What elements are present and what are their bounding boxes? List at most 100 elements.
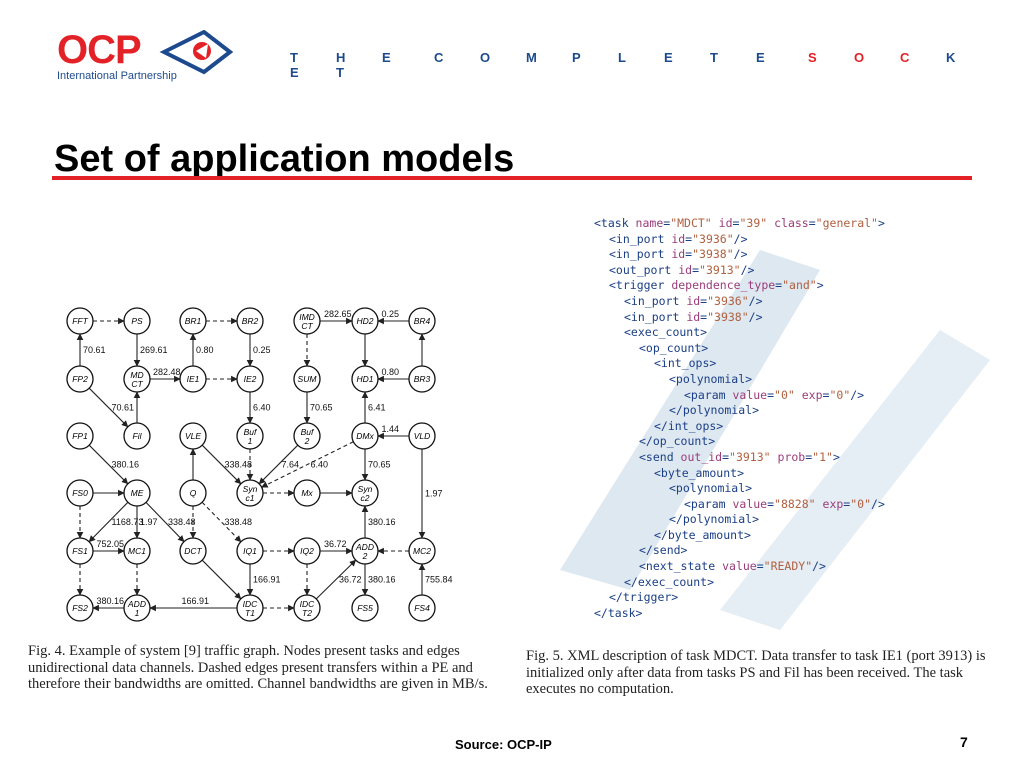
xml-token: = xyxy=(700,309,708,324)
edge-label: 282.65 xyxy=(324,309,352,319)
graph-edge: 755.84 xyxy=(418,563,453,595)
xml-token xyxy=(712,216,719,230)
xml-token: "3936" xyxy=(692,231,734,246)
figure4-caption: Fig. 4. Example of system [9] traffic gr… xyxy=(28,643,488,692)
xml-token: = xyxy=(732,216,740,230)
node-label: Buf xyxy=(244,427,258,437)
node-circle xyxy=(123,479,151,507)
xml-token: "READY" xyxy=(763,559,813,574)
xml-token: </op_count> xyxy=(639,434,716,449)
edge-line xyxy=(88,387,129,428)
xml-line: </polynomial> xyxy=(594,403,885,419)
xml-token: = xyxy=(843,496,851,511)
node-circle xyxy=(123,537,151,565)
node-circle xyxy=(293,307,321,335)
xml-token: "0" xyxy=(829,387,851,402)
xml-token: <polynomial> xyxy=(669,481,753,496)
xml-line: <trigger dependence_type="and"> xyxy=(594,278,885,294)
xml-token: </polynomial> xyxy=(669,403,760,418)
node-label: BR2 xyxy=(242,316,259,326)
xml-line: <in_port id="3938"/> xyxy=(594,310,885,326)
node-label: FS0 xyxy=(72,488,88,498)
node-circle xyxy=(123,422,151,450)
xml-token: value xyxy=(732,387,768,402)
source-note: Source: OCP-IP xyxy=(455,737,552,752)
xml-token: = xyxy=(775,278,783,293)
graph-node: VLE xyxy=(179,422,207,450)
xml-token: /> xyxy=(812,559,826,574)
graph-node: FS1 xyxy=(66,537,94,565)
xml-line: <out_port id="3913"/> xyxy=(594,263,885,279)
graph-edge: 0.25 xyxy=(377,309,409,325)
node-circle xyxy=(236,422,264,450)
node-label: DMx xyxy=(356,431,374,441)
xml-token: > xyxy=(832,449,840,464)
node-circle xyxy=(293,537,321,565)
node-circle xyxy=(66,365,94,393)
tagline-letter: E xyxy=(290,65,300,80)
graph-node: Fil xyxy=(123,422,151,450)
edge-label: 752.05 xyxy=(97,539,125,549)
node-circle xyxy=(179,365,207,393)
figure5-caption: Fig. 5. XML description of task MDCT. Da… xyxy=(526,648,986,697)
xml-token: = xyxy=(756,559,764,574)
edge-label: 70.61 xyxy=(112,403,135,413)
xml-listing: <task name="MDCT" id="39" class="general… xyxy=(594,216,885,621)
graph-edge: 6.40 xyxy=(261,441,354,488)
xml-token: = xyxy=(767,387,775,402)
graph-edge: 70.61 xyxy=(76,333,106,366)
node-circle xyxy=(236,479,264,507)
edge-label: 1.97 xyxy=(425,489,443,499)
node-label: IDC xyxy=(300,599,316,609)
node-label: IQ1 xyxy=(243,546,257,556)
node-circle xyxy=(123,365,151,393)
node-circle xyxy=(293,365,321,393)
logo-arrow-icon xyxy=(159,30,234,75)
xml-token: <exec_count> xyxy=(624,325,708,340)
xml-token: /> xyxy=(740,262,755,277)
xml-token: <out_port xyxy=(609,262,679,277)
xml-token: = xyxy=(685,231,693,246)
node-circle xyxy=(179,479,207,507)
xml-token: <trigger xyxy=(609,278,672,293)
node-label-line2: T2 xyxy=(302,608,312,618)
node-label: FS4 xyxy=(414,603,430,613)
node-label: Buf xyxy=(301,427,315,437)
node-label: Syn xyxy=(358,484,373,494)
graph-node: SUM xyxy=(293,365,321,393)
node-label: MC1 xyxy=(128,546,146,556)
xml-token: </byte_amount> xyxy=(654,527,751,542)
xml-token: "3938" xyxy=(692,247,734,262)
edge-label: 7.64 xyxy=(282,460,300,470)
graph-edge xyxy=(201,559,242,600)
node-label: HD2 xyxy=(356,316,373,326)
graph-edge: 36.72 xyxy=(320,539,353,555)
xml-token: <in_port xyxy=(624,293,687,308)
node-circle xyxy=(351,537,379,565)
graph-node: MC2 xyxy=(408,537,436,565)
graph-edge: 6.40 xyxy=(246,392,271,424)
edge-label: 6.40 xyxy=(253,403,271,413)
xml-token: prob xyxy=(777,449,806,464)
xml-token: /> xyxy=(850,387,865,402)
edge-label: 1.97 xyxy=(140,517,158,527)
node-circle xyxy=(66,479,94,507)
ocp-logo-mark xyxy=(159,30,234,75)
tagline-letter: E xyxy=(756,50,766,65)
edge-line xyxy=(88,444,129,485)
node-label: MD xyxy=(130,370,143,380)
node-label-line2: CT xyxy=(301,321,313,331)
edge-line xyxy=(145,501,185,543)
xml-token: <param xyxy=(684,387,733,402)
node-label: IDC xyxy=(243,599,259,609)
node-label: BR4 xyxy=(414,316,431,326)
xml-token: "1" xyxy=(812,449,833,464)
node-label: ME xyxy=(131,488,144,498)
edge-label: 0.80 xyxy=(382,367,400,377)
graph-node: HD1 xyxy=(351,365,379,393)
graph-node: IQ1 xyxy=(236,537,264,565)
edge-label: 755.84 xyxy=(425,575,453,585)
